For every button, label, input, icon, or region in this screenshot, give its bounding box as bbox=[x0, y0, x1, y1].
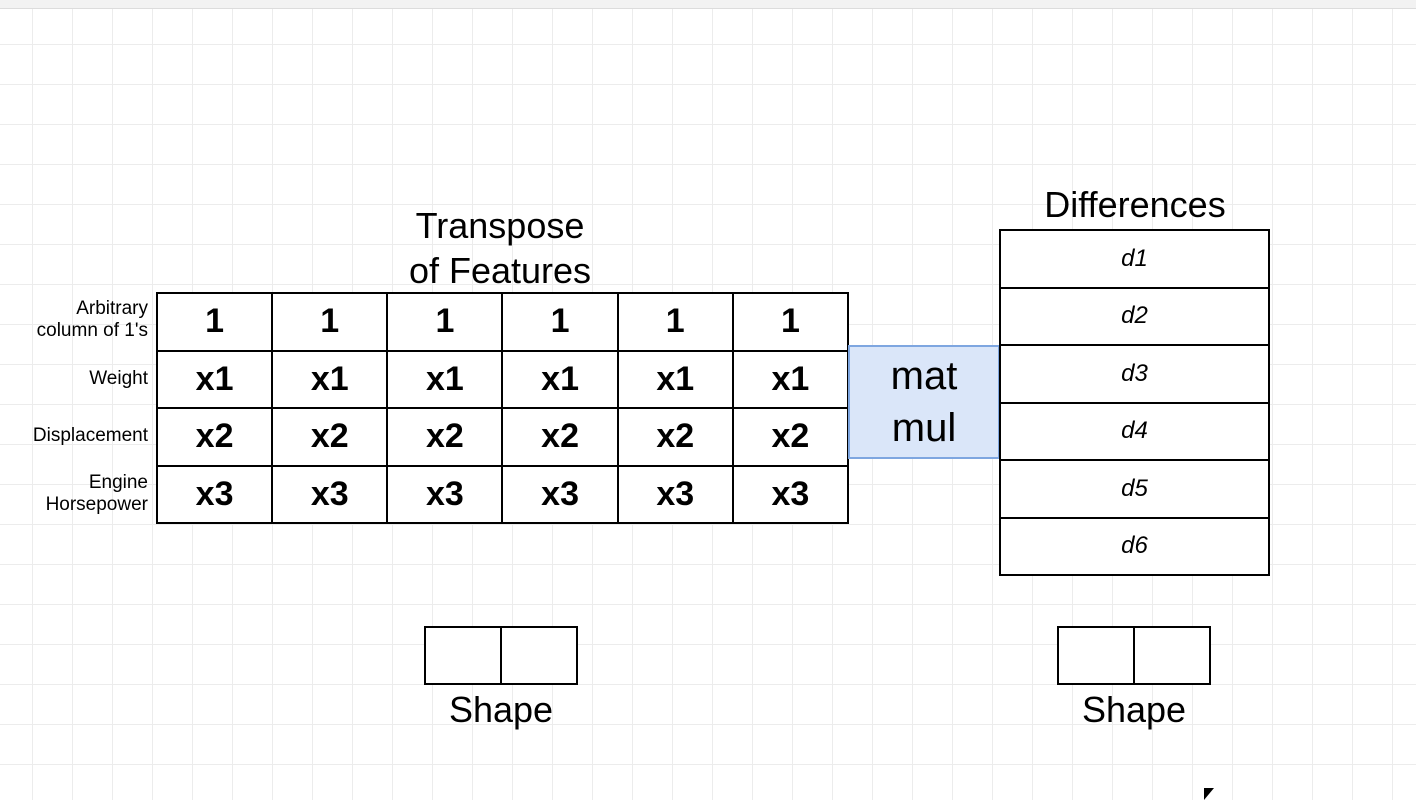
matrix-cell: x1 bbox=[157, 350, 273, 408]
transpose-shape-label: Shape bbox=[448, 689, 554, 730]
matrix-cell: x1 bbox=[387, 350, 503, 408]
matrix-cell: x2 bbox=[387, 408, 503, 466]
matrix-cell: 1 bbox=[617, 293, 733, 351]
matrix-cell: x3 bbox=[732, 465, 848, 523]
matrix-cell: x3 bbox=[502, 465, 618, 523]
matrix-cell: 1 bbox=[272, 293, 388, 351]
matmul-line2: mul bbox=[891, 406, 957, 450]
row-label-displacement: Displacement bbox=[33, 425, 148, 447]
differences-shape-box bbox=[1057, 626, 1211, 685]
row-label-ones-line2: column of 1's bbox=[36, 320, 148, 341]
matrix-cell: 1 bbox=[732, 293, 848, 351]
matrix-cell: x2 bbox=[617, 408, 733, 466]
difference-cell: d1 bbox=[1000, 230, 1269, 288]
matrix-cell: x3 bbox=[157, 465, 273, 523]
transpose-title: Transpose of Features bbox=[380, 203, 620, 293]
row-label-horsepower: Engine Horsepower bbox=[46, 472, 148, 516]
row-label-horsepower-line2: Horsepower bbox=[45, 494, 148, 515]
matrix-cell: x1 bbox=[502, 350, 618, 408]
transpose-title-line2: of Features bbox=[408, 250, 592, 291]
differences-shape-label: Shape bbox=[1081, 689, 1187, 730]
transpose-title-line1: Transpose bbox=[415, 205, 585, 246]
matrix-cell: x1 bbox=[732, 350, 848, 408]
matrix-cell: x3 bbox=[272, 465, 388, 523]
matrix-cell: x2 bbox=[272, 408, 388, 466]
shape-cell-rows bbox=[425, 627, 501, 684]
top-toolbar-strip bbox=[0, 0, 1416, 9]
matrix-cell: x1 bbox=[617, 350, 733, 408]
row-label-weight-text: Weight bbox=[89, 368, 148, 389]
row-label-ones-line1: Arbitrary bbox=[76, 298, 148, 319]
row-label-ones: Arbitrary column of 1's bbox=[37, 298, 148, 342]
shape-cell-cols bbox=[1134, 627, 1210, 684]
difference-cell: d3 bbox=[1000, 345, 1269, 403]
matrix-cell: x1 bbox=[272, 350, 388, 408]
matrix-cell: x3 bbox=[617, 465, 733, 523]
matrix-cell: 1 bbox=[157, 293, 273, 351]
difference-cell: d6 bbox=[1000, 517, 1269, 575]
matrix-cell: x2 bbox=[732, 408, 848, 466]
mouse-cursor-icon bbox=[1204, 788, 1214, 800]
matrix-cell: 1 bbox=[387, 293, 503, 351]
difference-cell: d2 bbox=[1000, 287, 1269, 345]
difference-cell: d4 bbox=[1000, 402, 1269, 460]
row-label-displacement-text: Displacement bbox=[32, 425, 148, 446]
matrix-cell: x2 bbox=[502, 408, 618, 466]
matrix-cell: 1 bbox=[502, 293, 618, 351]
row-label-horsepower-line1: Engine bbox=[88, 472, 148, 493]
matmul-line1: mat bbox=[890, 354, 958, 398]
matrix-cell: x2 bbox=[157, 408, 273, 466]
row-label-weight: Weight bbox=[89, 368, 148, 390]
matrix-cell: x3 bbox=[387, 465, 503, 523]
difference-cell: d5 bbox=[1000, 460, 1269, 518]
matmul-operator: mat mul bbox=[848, 345, 1000, 459]
transpose-shape-box bbox=[424, 626, 578, 685]
shape-cell-rows bbox=[1058, 627, 1134, 684]
shape-cell-cols bbox=[501, 627, 577, 684]
differences-title: Differences bbox=[1044, 184, 1226, 225]
